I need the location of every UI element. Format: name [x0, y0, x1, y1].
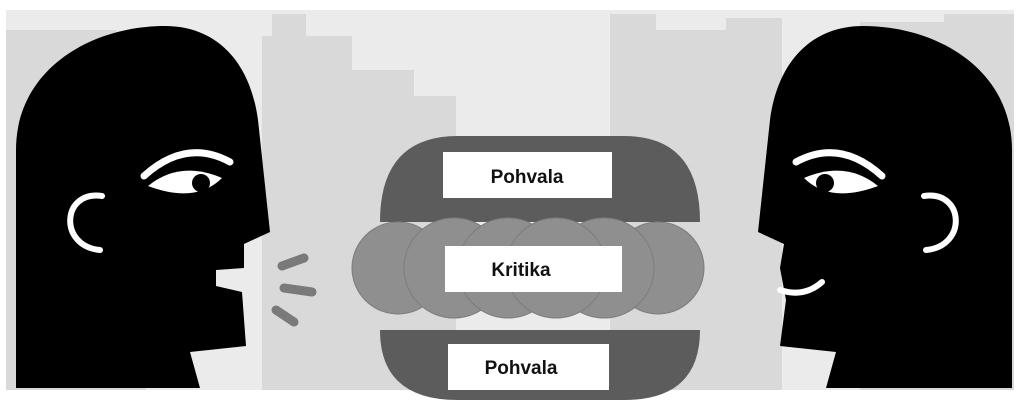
speaking-head-icon — [16, 26, 270, 388]
feedback-sandwich-icon: Pohvala Kritika Pohvala — [351, 136, 705, 400]
bottom-bun-label-box: Pohvala — [448, 344, 609, 390]
listening-smiling-head-icon — [758, 26, 1012, 388]
speech-marks — [271, 253, 317, 327]
filling-label: Kritika — [491, 260, 551, 281]
top-bun-label: Pohvala — [491, 167, 564, 188]
top-bun-label-box: Pohvala — [443, 152, 612, 198]
filling-label-box: Kritika — [445, 246, 622, 292]
bottom-bun-label: Pohvala — [485, 358, 558, 379]
